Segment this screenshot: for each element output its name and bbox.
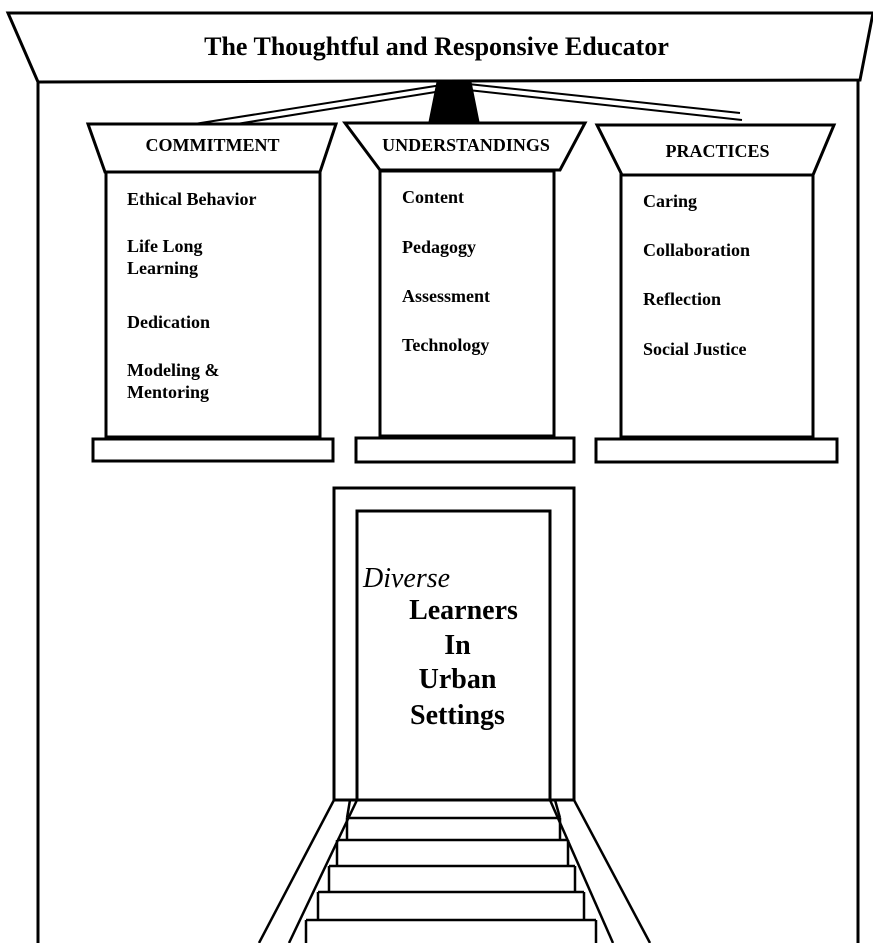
- pillar-shaft-practices: [619, 173, 815, 439]
- pillar-heading-commitment: COMMITMENT: [145, 135, 280, 155]
- door-text-line-4: Settings: [410, 700, 505, 731]
- pillar-item-pedagogy: Pedagogy: [402, 237, 476, 257]
- title-banner: [5, 11, 873, 84]
- pillar-base-understandings: [354, 436, 576, 464]
- pillar-item-reflection: Reflection: [643, 289, 721, 309]
- pillar-item-life-long-learning: Life Long Learning: [127, 236, 203, 278]
- pillar-capital-understandings: [342, 121, 588, 172]
- pillar-item-dedication: Dedication: [127, 312, 210, 332]
- stair-outer-left: [257, 799, 336, 943]
- door-text-line-2: In: [444, 630, 471, 661]
- pillar-item-technology: Technology: [402, 335, 490, 355]
- pillar-item-collaboration: Collaboration: [643, 240, 751, 260]
- stair-outer-right: [572, 799, 652, 943]
- pillar-item-ethical-behavior: Ethical Behavior: [127, 189, 257, 209]
- pillar-item-assessment: Assessment: [402, 286, 490, 306]
- door-text-line-3: Urban: [418, 664, 497, 695]
- support-line-right: [467, 83, 743, 121]
- pillar-heading-understandings: UNDERSTANDINGS: [382, 135, 550, 155]
- pillar-base-practices: [594, 437, 839, 464]
- staircase: [257, 799, 652, 943]
- door-text-emphasis: Diverse: [363, 563, 451, 594]
- pillar-shaft-commitment: [104, 170, 322, 439]
- page-title: The Thoughtful and Responsive Educator: [204, 32, 669, 61]
- pillar-base-commitment: [91, 437, 335, 463]
- pillar-item-modeling-mentoring: Modeling & Mentoring: [127, 360, 220, 402]
- door: [355, 509, 552, 802]
- stair-inner-left: [287, 799, 359, 943]
- pillar-item-social-justice: Social Justice: [643, 339, 747, 359]
- pillar-item-content: Content: [402, 187, 464, 207]
- door-text-line-1: Learners: [409, 595, 518, 626]
- pillar-heading-practices: PRACTICES: [665, 141, 770, 161]
- pillar-shaft-understandings: [378, 169, 556, 438]
- pillar-item-caring: Caring: [643, 191, 697, 211]
